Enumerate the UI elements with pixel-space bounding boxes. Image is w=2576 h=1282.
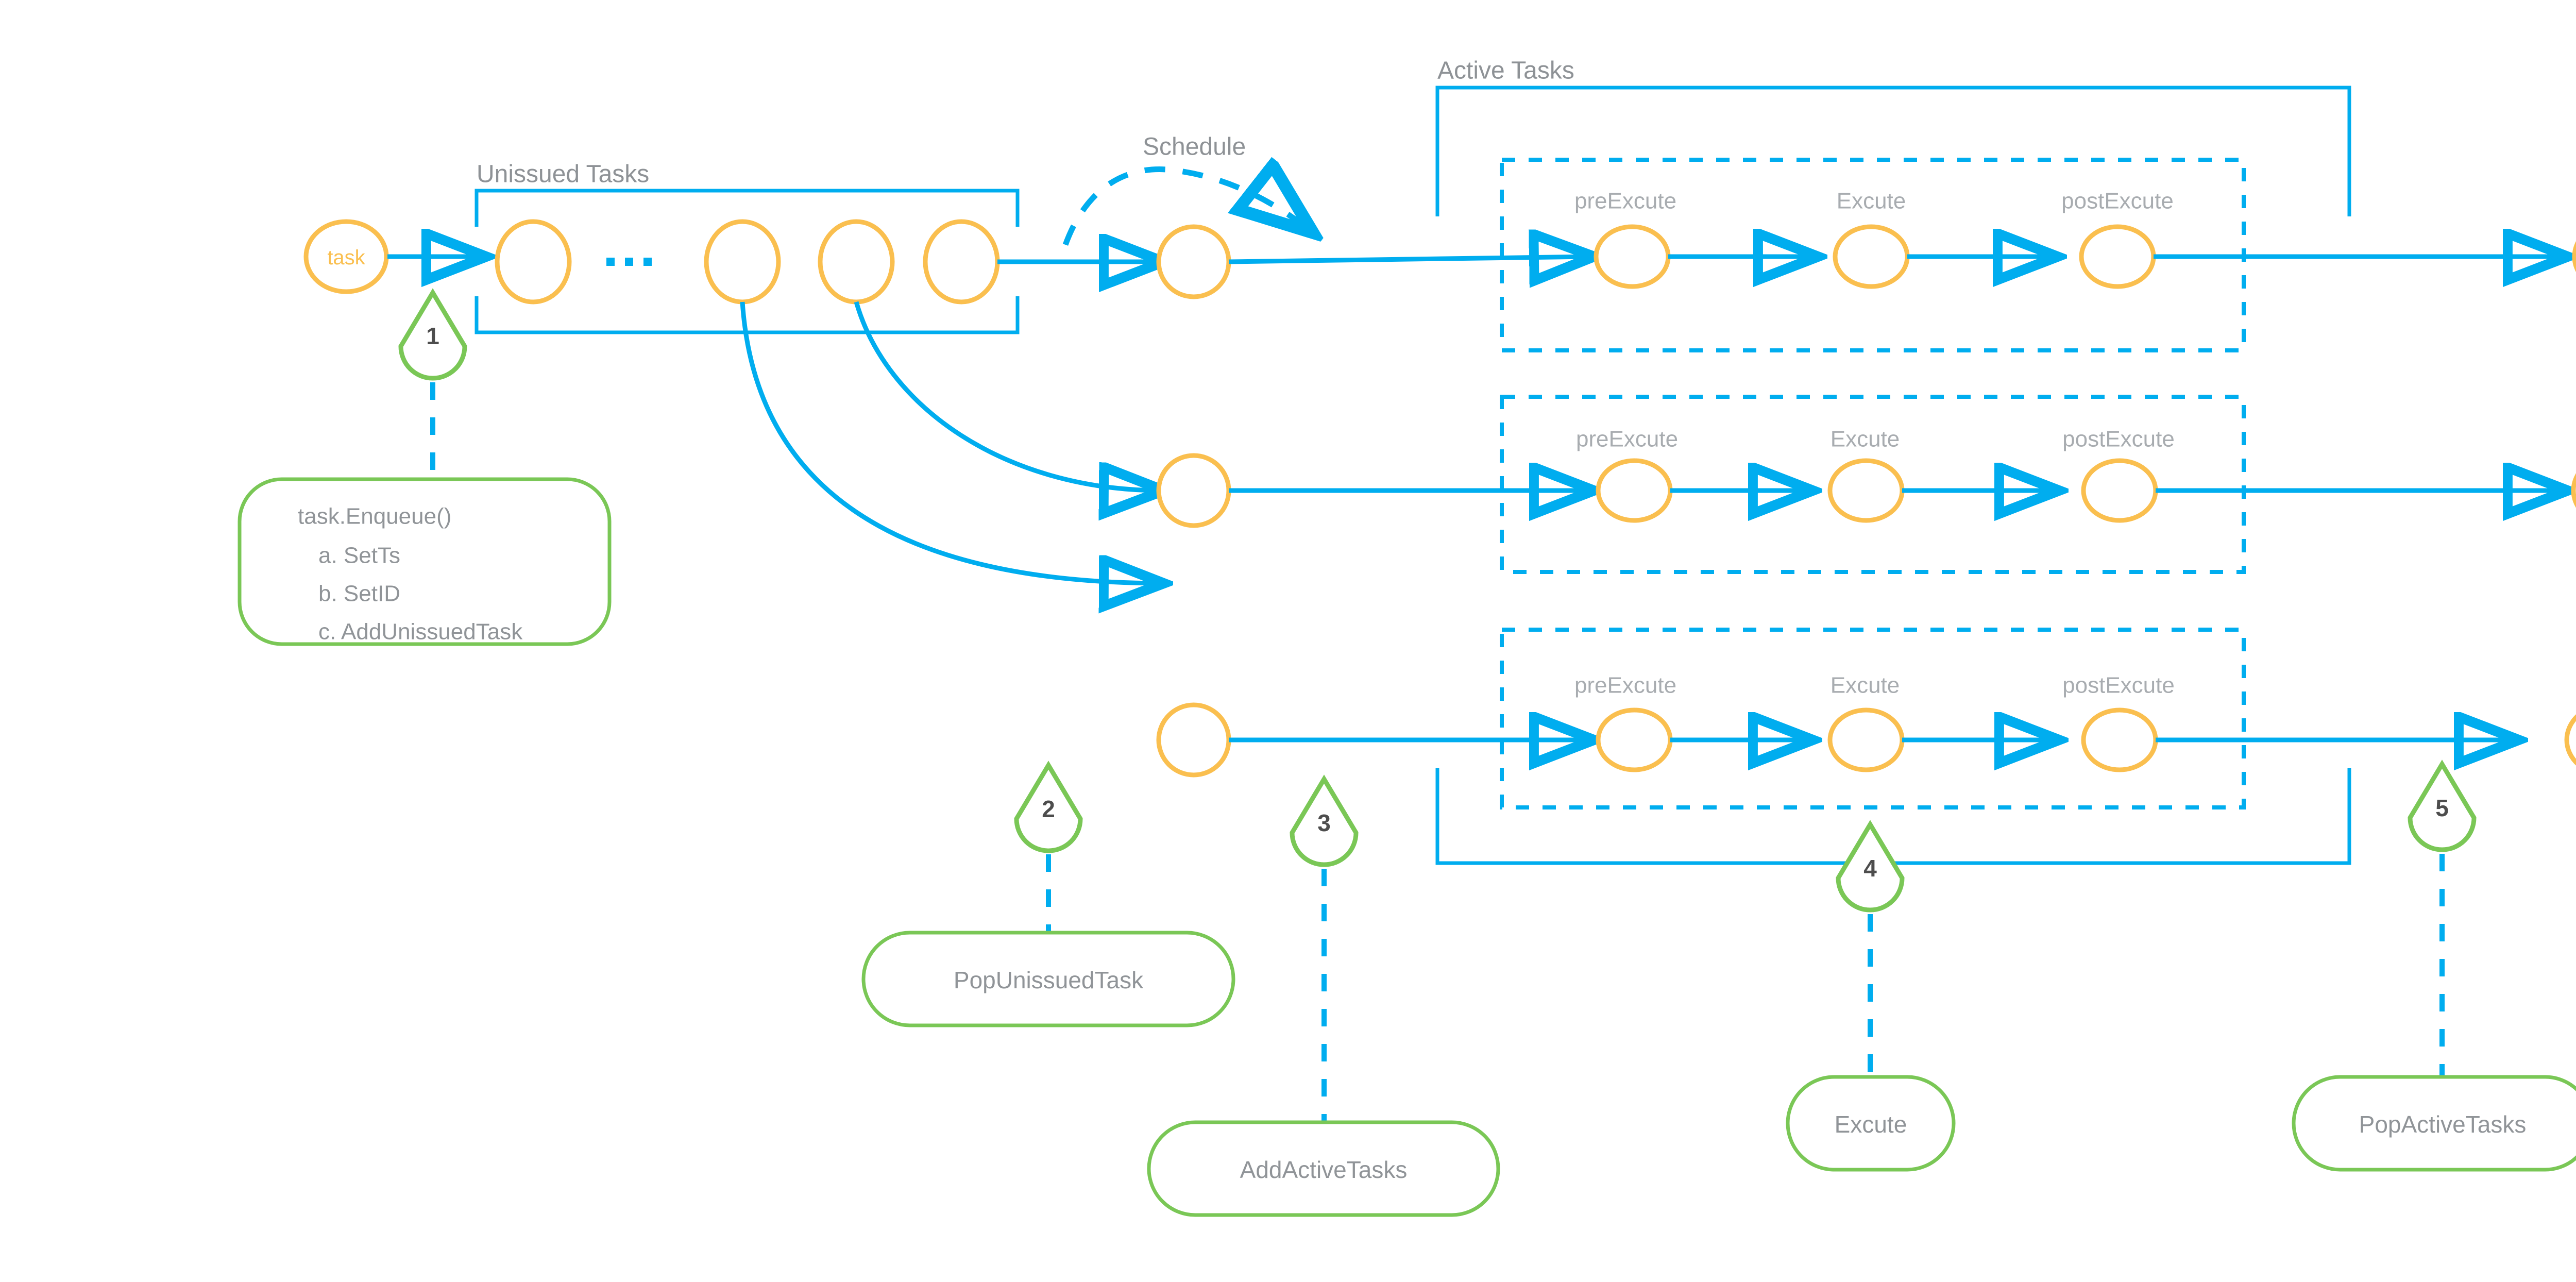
unissued-node-shape — [495, 219, 572, 305]
stage-node-shape — [2079, 224, 2156, 289]
stage-node-shape — [2081, 707, 2158, 772]
marker-5[interactable]: 5 — [2408, 760, 2477, 852]
unissued-task-node-4[interactable] — [923, 219, 1000, 305]
unissued-node-shape — [818, 219, 895, 305]
stage-node-shape — [1596, 707, 1673, 772]
marker-3[interactable]: 3 — [1290, 774, 1359, 867]
stage-label-postexcute-row3: postExcute — [2062, 673, 2175, 698]
stage-label-excute-row3: Excute — [1831, 673, 1900, 698]
note-box-4[interactable]: Excute — [1786, 1075, 1956, 1172]
source-task-node[interactable]: task — [303, 219, 389, 294]
note-1-line-2: a. SetTs — [318, 543, 400, 568]
pipeline-row-3: preExcute Excute postExcute — [1156, 628, 2576, 809]
note-box-3[interactable]: AddActiveTasks — [1147, 1120, 1500, 1217]
dispatch-node-shape — [1156, 702, 1231, 778]
unissued-queue-ellipsis — [606, 258, 652, 266]
marker-3-number: 3 — [1317, 809, 1331, 836]
stage-label-preexcute-row1: preExcute — [1574, 189, 1676, 214]
completed-node-shape — [2572, 241, 2576, 273]
note-box-1[interactable]: task.Enqueue() a. SetTs b. SetID c. AddU… — [238, 477, 612, 646]
note-4-label: Excute — [1835, 1111, 1907, 1138]
stage-node-postexcute-row2[interactable] — [2081, 458, 2158, 523]
stage-node-excute-row2[interactable] — [1827, 458, 1905, 523]
active-task-dashed-box-row2 — [1500, 395, 2246, 574]
note-3-label: AddActiveTasks — [1240, 1156, 1408, 1183]
note-2-label: PopUnissuedTask — [954, 967, 1144, 993]
note-box-5-shape — [2292, 1075, 2576, 1172]
marker-5-number: 5 — [2435, 795, 2449, 821]
curve-queue-to-dispatch-row3 — [740, 301, 1159, 583]
stage-node-postexcute-row3[interactable] — [2081, 707, 2158, 772]
dispatch-node-shape — [1156, 453, 1231, 528]
pipeline-row-1: preExcute Excute postExcute — [1156, 158, 2576, 352]
stage-node-shape — [2081, 458, 2158, 523]
pipeline-row-2: preExcute Excute postExcute — [1156, 395, 2576, 574]
stage-node-excute-row3[interactable] — [1827, 707, 1905, 772]
schedule-dashed-arc — [1062, 170, 1309, 246]
dispatch-node-shape — [1156, 224, 1231, 299]
group-label-schedule: Schedule — [1143, 133, 1246, 161]
marker-4-number: 4 — [1863, 855, 1877, 882]
unissued-node-shape — [923, 219, 1000, 305]
stage-label-preexcute-row2: preExcute — [1576, 427, 1678, 452]
active-task-dashed-box-row3 — [1500, 628, 2246, 809]
note-1-line-1: task.Enqueue() — [298, 504, 451, 529]
note-5-label: PopActiveTasks — [2359, 1111, 2527, 1138]
marker-3-shape — [1290, 774, 1359, 867]
unissued-node-shape — [704, 219, 781, 305]
note-box-1-shape — [238, 477, 612, 646]
unissued-task-node-3[interactable] — [818, 219, 895, 305]
group-label-active-tasks: Active Tasks — [1437, 57, 1574, 85]
stage-node-shape — [1833, 224, 1910, 289]
completed-node-row2[interactable] — [2571, 456, 2576, 526]
marker-4[interactable]: 4 — [1836, 820, 1905, 913]
stage-label-postexcute-row2: postExcute — [2062, 427, 2175, 452]
unissued-task-node-1[interactable] — [495, 219, 572, 305]
note-box-4-shape — [1786, 1075, 1956, 1172]
dispatch-node-row3[interactable] — [1156, 702, 1231, 778]
stage-node-shape — [1827, 707, 1905, 772]
arrow-dispatch-to-preexcute-row1 — [1228, 257, 1589, 262]
marker-1-shape — [398, 288, 467, 381]
marker-1-number: 1 — [426, 323, 439, 349]
stage-node-preexcute-row2[interactable] — [1596, 458, 1673, 523]
completed-node-shape — [2571, 473, 2576, 508]
completed-node-row3[interactable] — [2564, 705, 2576, 775]
stage-node-shape — [1596, 458, 1673, 523]
note-1-line-4: c. AddUnissuedTask — [318, 619, 523, 645]
marker-2[interactable]: 2 — [1014, 761, 1083, 853]
stage-label-excute-row2: Excute — [1831, 427, 1900, 452]
completed-node-shape — [2564, 714, 2576, 766]
stage-node-shape — [1827, 458, 1905, 523]
stage-node-postexcute-row1[interactable] — [2079, 224, 2156, 289]
marker-4-shape — [1836, 820, 1905, 913]
stage-node-preexcute-row1[interactable] — [1594, 224, 1671, 289]
note-box-5[interactable]: PopActiveTasks — [2292, 1075, 2576, 1172]
note-box-3-shape — [1147, 1120, 1500, 1217]
stage-node-excute-row1[interactable] — [1833, 224, 1910, 289]
dispatch-node-row2[interactable] — [1156, 453, 1231, 528]
completed-node-row1[interactable] — [2572, 222, 2576, 292]
note-box-2[interactable]: PopUnissuedTask — [861, 931, 1235, 1027]
note-box-2-shape — [861, 931, 1235, 1027]
stage-node-preexcute-row3[interactable] — [1596, 707, 1673, 772]
unissued-task-node-2[interactable] — [704, 219, 781, 305]
stage-label-excute-row1: Excute — [1837, 189, 1906, 214]
marker-1[interactable]: 1 — [398, 288, 467, 381]
stage-label-postexcute-row1: postExcute — [2061, 189, 2174, 214]
dispatch-node-row1[interactable] — [1156, 224, 1231, 299]
task-node-shape — [303, 219, 389, 294]
task-node-label: task — [327, 246, 365, 269]
marker-2-shape — [1014, 761, 1083, 853]
group-label-unissued-tasks: Unissued Tasks — [477, 161, 649, 188]
stage-node-shape — [1594, 224, 1671, 289]
marker-5-shape — [2408, 760, 2477, 852]
schedule-arrow — [1062, 170, 1309, 246]
marker-2-number: 2 — [1042, 796, 1055, 822]
curve-queue-to-dispatch-row2 — [854, 301, 1159, 491]
stage-label-preexcute-row3: preExcute — [1574, 673, 1676, 698]
note-1-line-3: b. SetID — [318, 581, 400, 606]
